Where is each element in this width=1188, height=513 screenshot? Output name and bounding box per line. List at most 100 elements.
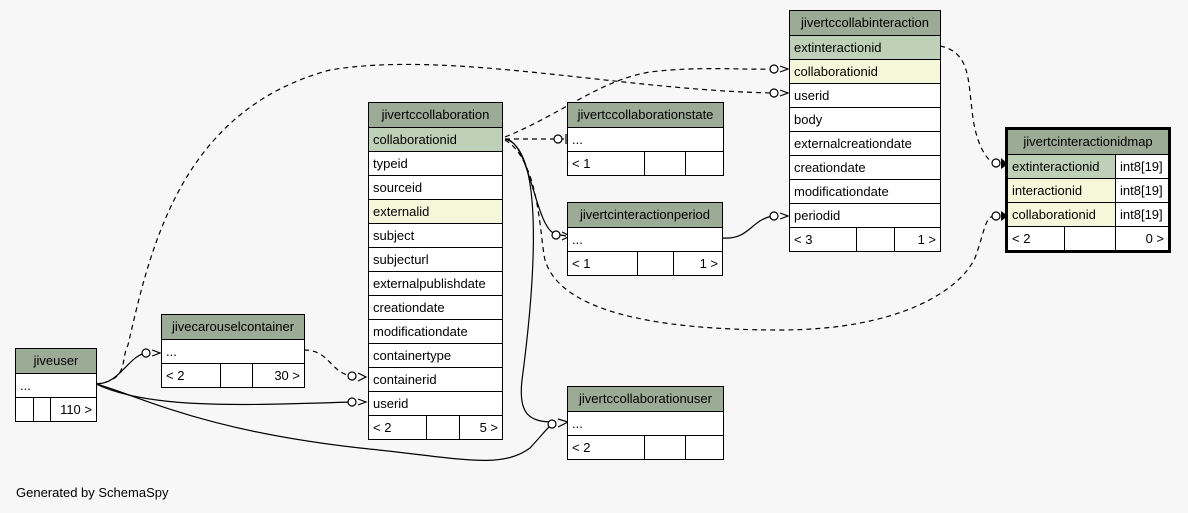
column-row[interactable]: ... <box>568 411 723 435</box>
edge-end-circle <box>547 419 557 429</box>
children-count: 1 > <box>894 228 940 251</box>
table-stats: < 2 0 > <box>1008 226 1168 250</box>
column-name: extinteractionid <box>1012 159 1100 174</box>
column-row[interactable]: ... <box>16 373 96 397</box>
stats-spacer <box>220 364 252 387</box>
table-jivertccollaboration[interactable]: jivertccollaboration collaborationid typ… <box>368 102 503 440</box>
crow-foot <box>779 212 790 220</box>
column-row[interactable]: periodid <box>790 203 940 227</box>
column-row[interactable]: collaborationid int8[19] <box>1008 202 1168 226</box>
stats-spacer <box>644 436 685 459</box>
crow-foot <box>779 65 790 73</box>
table-jivertcinteractionperiod[interactable]: jivertcinteractionperiod ... < 1 1 > <box>567 202 723 276</box>
column-row[interactable]: creationdate <box>369 295 502 319</box>
edge-end-circle <box>769 64 779 74</box>
edge-jiveuser-collabinteraction-userid <box>95 63 774 385</box>
arrow-head <box>1001 211 1008 221</box>
table-jivecarouselcontainer[interactable]: jivecarouselcontainer ... < 2 30 > <box>161 314 305 388</box>
column-name: interactionid <box>1012 183 1083 198</box>
edge-collabinteraction-interactionidmap <box>939 45 995 164</box>
table-header[interactable]: jivertcinteractionidmap <box>1008 130 1168 154</box>
column-row[interactable]: containerid <box>369 367 502 391</box>
column-row[interactable]: containertype <box>369 343 502 367</box>
children-count: 5 > <box>459 416 502 439</box>
parents-count: < 2 <box>572 440 591 455</box>
edge-end-circle <box>769 88 779 98</box>
column-row[interactable]: extinteractionid int8[19] <box>1008 154 1168 178</box>
children-count: 110 > <box>50 398 96 421</box>
column-row[interactable]: userid <box>369 391 502 415</box>
column-row[interactable]: externalpublishdate <box>369 271 502 295</box>
edge-jiveuser-collaboration-userid <box>95 383 353 406</box>
edge-collaboration-interactionperiod <box>504 138 567 237</box>
column-type: int8[19] <box>1115 179 1168 202</box>
table-header[interactable]: jivertccollabinteraction <box>790 11 940 35</box>
crow-foot <box>779 89 790 97</box>
crow-foot <box>357 372 368 382</box>
table-jivertcinteractionidmap[interactable]: jivertcinteractionidmap extinteractionid… <box>1005 127 1171 253</box>
stats-spacer <box>33 398 50 421</box>
column-row[interactable]: externalid <box>369 199 502 223</box>
stats-spacer <box>426 416 459 439</box>
children-count: 0 > <box>1115 227 1168 250</box>
edge-end-circle <box>347 371 357 381</box>
column-row[interactable]: extinteractionid <box>790 35 940 59</box>
table-jivertccollaborationuser[interactable]: jivertccollaborationuser ... < 2 <box>567 386 724 460</box>
edge-collaboration-interactionidmap <box>504 139 995 331</box>
edge-interactionperiod-collabinteraction <box>721 215 774 239</box>
stats-spacer <box>644 152 685 175</box>
edge-end-circle <box>553 134 563 144</box>
column-row[interactable]: interactionid int8[19] <box>1008 178 1168 202</box>
stats-spacer <box>637 252 673 275</box>
table-stats: < 2 <box>568 435 723 459</box>
edge-end-circle <box>551 230 561 240</box>
table-header[interactable]: jivertccollaboration <box>369 103 502 127</box>
table-header[interactable]: jiveuser <box>16 349 96 373</box>
parents-count: < 2 <box>166 368 185 383</box>
table-stats: < 2 5 > <box>369 415 502 439</box>
column-row[interactable]: ... <box>568 127 723 151</box>
column-row[interactable]: subjecturl <box>369 247 502 271</box>
column-row[interactable]: body <box>790 107 940 131</box>
parents-count: < 1 <box>572 256 591 271</box>
parents-count: < 2 <box>1012 231 1031 246</box>
edge-end-circle <box>347 397 357 407</box>
column-row[interactable]: creationdate <box>790 155 940 179</box>
column-name: collaborationid <box>1012 207 1096 222</box>
parents-count: < 1 <box>572 156 591 171</box>
column-row[interactable]: ... <box>568 227 722 251</box>
table-jivertccollaborationstate[interactable]: jivertccollaborationstate ... < 1 <box>567 102 724 176</box>
table-stats: 110 > <box>16 397 96 421</box>
column-row[interactable]: collaborationid <box>369 127 502 151</box>
column-row[interactable]: ... <box>162 339 304 363</box>
column-type: int8[19] <box>1115 203 1168 226</box>
children-count: 1 > <box>673 252 722 275</box>
column-row[interactable]: modificationdate <box>369 319 502 343</box>
table-header[interactable]: jivertcinteractionperiod <box>568 203 722 227</box>
table-jiveuser[interactable]: jiveuser ... 110 > <box>15 348 97 422</box>
edge-end-circle <box>141 348 151 358</box>
column-row[interactable]: typeid <box>369 151 502 175</box>
column-row[interactable]: externalcreationdate <box>790 131 940 155</box>
table-header[interactable]: jivecarouselcontainer <box>162 315 304 339</box>
table-header[interactable]: jivertccollaborationstate <box>568 103 723 127</box>
column-row[interactable]: sourceid <box>369 175 502 199</box>
column-type: int8[19] <box>1115 155 1168 178</box>
generated-by-footer: Generated by SchemaSpy <box>16 485 169 500</box>
edge-end-circle <box>991 211 1001 221</box>
column-row[interactable]: collaborationid <box>790 59 940 83</box>
children-count <box>685 436 723 459</box>
edge-jiveuser-carouselcontainer <box>95 352 147 385</box>
edge-jiveuser-collaborationuser <box>95 383 555 461</box>
parents-count: < 3 <box>794 232 813 247</box>
column-row[interactable]: subject <box>369 223 502 247</box>
table-stats: < 1 1 > <box>568 251 722 275</box>
parents-count <box>16 398 33 421</box>
table-stats: < 2 30 > <box>162 363 304 387</box>
column-row[interactable]: userid <box>790 83 940 107</box>
table-header[interactable]: jivertccollaborationuser <box>568 387 723 411</box>
column-row[interactable]: modificationdate <box>790 179 940 203</box>
table-jivertccollabinteraction[interactable]: jivertccollabinteraction extinteractioni… <box>789 10 941 252</box>
parents-count: < 2 <box>373 420 392 435</box>
